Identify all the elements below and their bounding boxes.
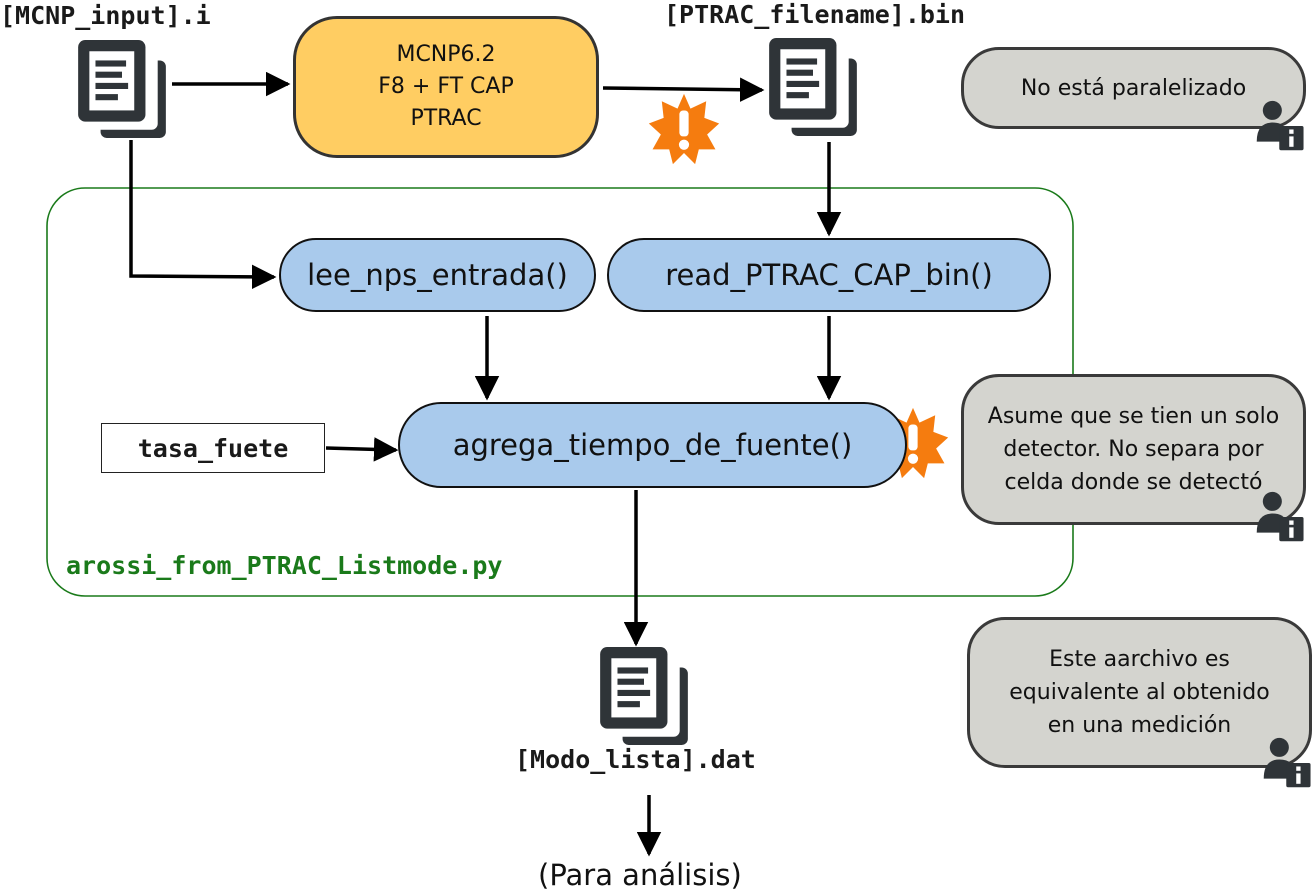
arrow-tasa-to-agrega xyxy=(325,437,399,462)
mcnp-input-filename: [MCNP_input].i xyxy=(0,1,211,30)
document-icon xyxy=(600,647,688,745)
user-info-icon xyxy=(1255,100,1307,152)
warning-icon xyxy=(648,93,720,165)
mcnp-line-3: PTRAC xyxy=(410,106,482,131)
note-2-line-3: celda donde se detectó xyxy=(1004,470,1263,495)
note-2-line-2: detector. No separa por xyxy=(1003,437,1264,462)
document-icon xyxy=(78,40,166,138)
module-label: arossi_from_PTRAC_Listmode.py xyxy=(66,551,503,580)
modo-lista-filename: [Modo_lista].dat xyxy=(515,745,756,774)
mcnp-line-1: MCNP6.2 xyxy=(396,42,496,67)
agrega-tiempo-de-fuente-function: agrega_tiempo_de_fuente() xyxy=(398,402,907,488)
note-3-line-1: Este aarchivo es xyxy=(1049,647,1230,672)
mcnp-line-2: F8 + FT CAP xyxy=(378,74,514,99)
document-icon xyxy=(769,38,857,136)
note-3-line-2: equivalente al obtenido xyxy=(1009,680,1270,705)
note-archivo-equivalente: Este aarchivo es equivalente al obtenido… xyxy=(967,617,1312,768)
note-2-line-1: Asume que se tien un solo xyxy=(987,404,1280,429)
note-1-line-1: No está paralelizado xyxy=(1020,75,1247,101)
note-no-paralelizado: No está paralelizado xyxy=(961,47,1306,129)
mcnp-process-box: MCNP6.2 F8 + FT CAP PTRAC xyxy=(293,16,599,158)
lee-nps-entrada-function: lee_nps_entrada() xyxy=(279,238,596,312)
para-analisis-label: (Para análisis) xyxy=(538,858,742,892)
ptrac-filename: [PTRAC_filename].bin xyxy=(664,0,966,29)
user-info-icon xyxy=(1255,491,1307,543)
read-ptrac-cap-bin-function: read_PTRAC_CAP_bin() xyxy=(607,238,1051,312)
user-info-icon xyxy=(1262,737,1314,789)
note-un-solo-detector: Asume que se tien un solo detector. No s… xyxy=(961,374,1306,525)
arrow-input-to-lee xyxy=(129,140,277,290)
tasa-fuete-box: tasa_fuete xyxy=(101,423,325,473)
arrow-mcnp-to-ptrac xyxy=(602,77,765,102)
note-3-line-3: en una medición xyxy=(1047,713,1232,738)
